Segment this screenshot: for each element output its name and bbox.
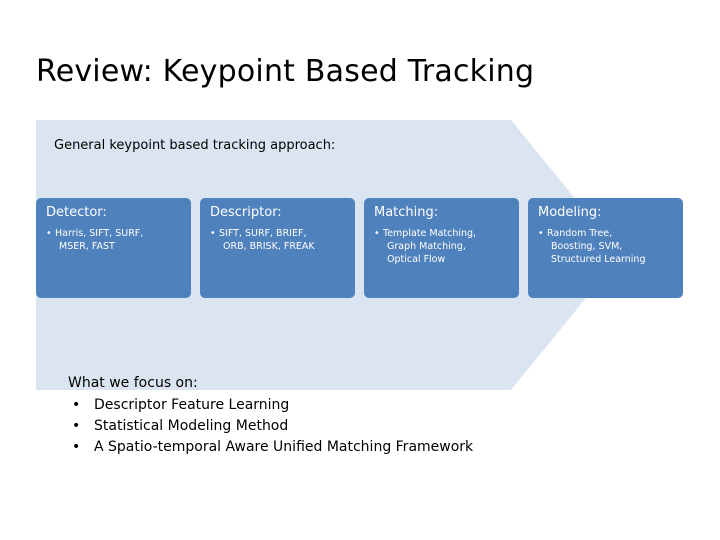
- bullet-dot-icon: •: [72, 439, 81, 455]
- box-bullets-detector: • Harris, SIFT, SURF, MSER, FAST: [44, 227, 183, 253]
- box-header-descriptor: Descriptor:: [210, 205, 282, 220]
- bullet-text: Boosting, SVM,: [551, 241, 623, 252]
- pipeline-box-modeling: Modeling: • Random Tree, Boosting, SVM, …: [528, 198, 683, 298]
- pipeline-box-descriptor: Descriptor: • SIFT, SURF, BRIEF, ORB, BR…: [200, 198, 355, 298]
- box-bullets-descriptor: • SIFT, SURF, BRIEF, ORB, BRISK, FREAK: [208, 227, 347, 253]
- bullet-dot-icon: •: [72, 397, 81, 413]
- bullet-item: • Template Matching,: [374, 227, 511, 240]
- box-bullets-matching: • Template Matching, Graph Matching, Opt…: [372, 227, 511, 266]
- bullet-text: Structured Learning: [551, 254, 646, 265]
- bullet-text: Random Tree,: [547, 228, 613, 239]
- box-header-matching: Matching:: [374, 205, 439, 220]
- bullet-text: ORB, BRISK, FREAK: [223, 241, 315, 252]
- focus-item-text: Descriptor Feature Learning: [94, 397, 290, 413]
- pipeline-box-detector: Detector: • Harris, SIFT, SURF, MSER, FA…: [36, 198, 191, 298]
- page-title: Review: Keypoint Based Tracking: [36, 54, 535, 89]
- bullet-dot-icon: •: [72, 418, 81, 434]
- bullet-item: • SIFT, SURF, BRIEF,: [210, 227, 347, 240]
- focus-list-item: • Descriptor Feature Learning: [68, 395, 473, 416]
- bullet-item: • Harris, SIFT, SURF,: [46, 227, 183, 240]
- pipeline-box-matching: Matching: • Template Matching, Graph Mat…: [364, 198, 519, 298]
- bullet-text: Optical Flow: [387, 254, 446, 265]
- bullet-item: • Random Tree,: [538, 227, 675, 240]
- focus-item-text: Statistical Modeling Method: [94, 418, 289, 434]
- bullet-text: Template Matching,: [383, 228, 477, 239]
- bullet-text: MSER, FAST: [59, 241, 115, 252]
- box-header-modeling: Modeling:: [538, 205, 602, 220]
- bullet-dot-icon: •: [46, 228, 52, 239]
- bullet-text: SIFT, SURF, BRIEF,: [219, 228, 307, 239]
- focus-list-item: • A Spatio-temporal Aware Unified Matchi…: [68, 437, 473, 458]
- box-bullets-modeling: • Random Tree, Boosting, SVM, Structured…: [536, 227, 675, 266]
- bullet-dot-icon: •: [374, 228, 380, 239]
- focus-list-item: • Statistical Modeling Method: [68, 416, 473, 437]
- focus-heading: What we focus on:: [68, 375, 198, 391]
- focus-block: What we focus on: • Descriptor Feature L…: [68, 373, 473, 458]
- focus-item-text: A Spatio-temporal Aware Unified Matching…: [94, 439, 474, 455]
- bullet-text: Harris, SIFT, SURF,: [55, 228, 144, 239]
- bullet-text: Graph Matching,: [387, 241, 466, 252]
- bullet-dot-icon: •: [538, 228, 544, 239]
- bullet-dot-icon: •: [210, 228, 216, 239]
- box-header-detector: Detector:: [46, 205, 107, 220]
- pipeline-boxes: Detector: • Harris, SIFT, SURF, MSER, FA…: [36, 198, 684, 298]
- subtitle-text: General keypoint based tracking approach…: [54, 138, 336, 153]
